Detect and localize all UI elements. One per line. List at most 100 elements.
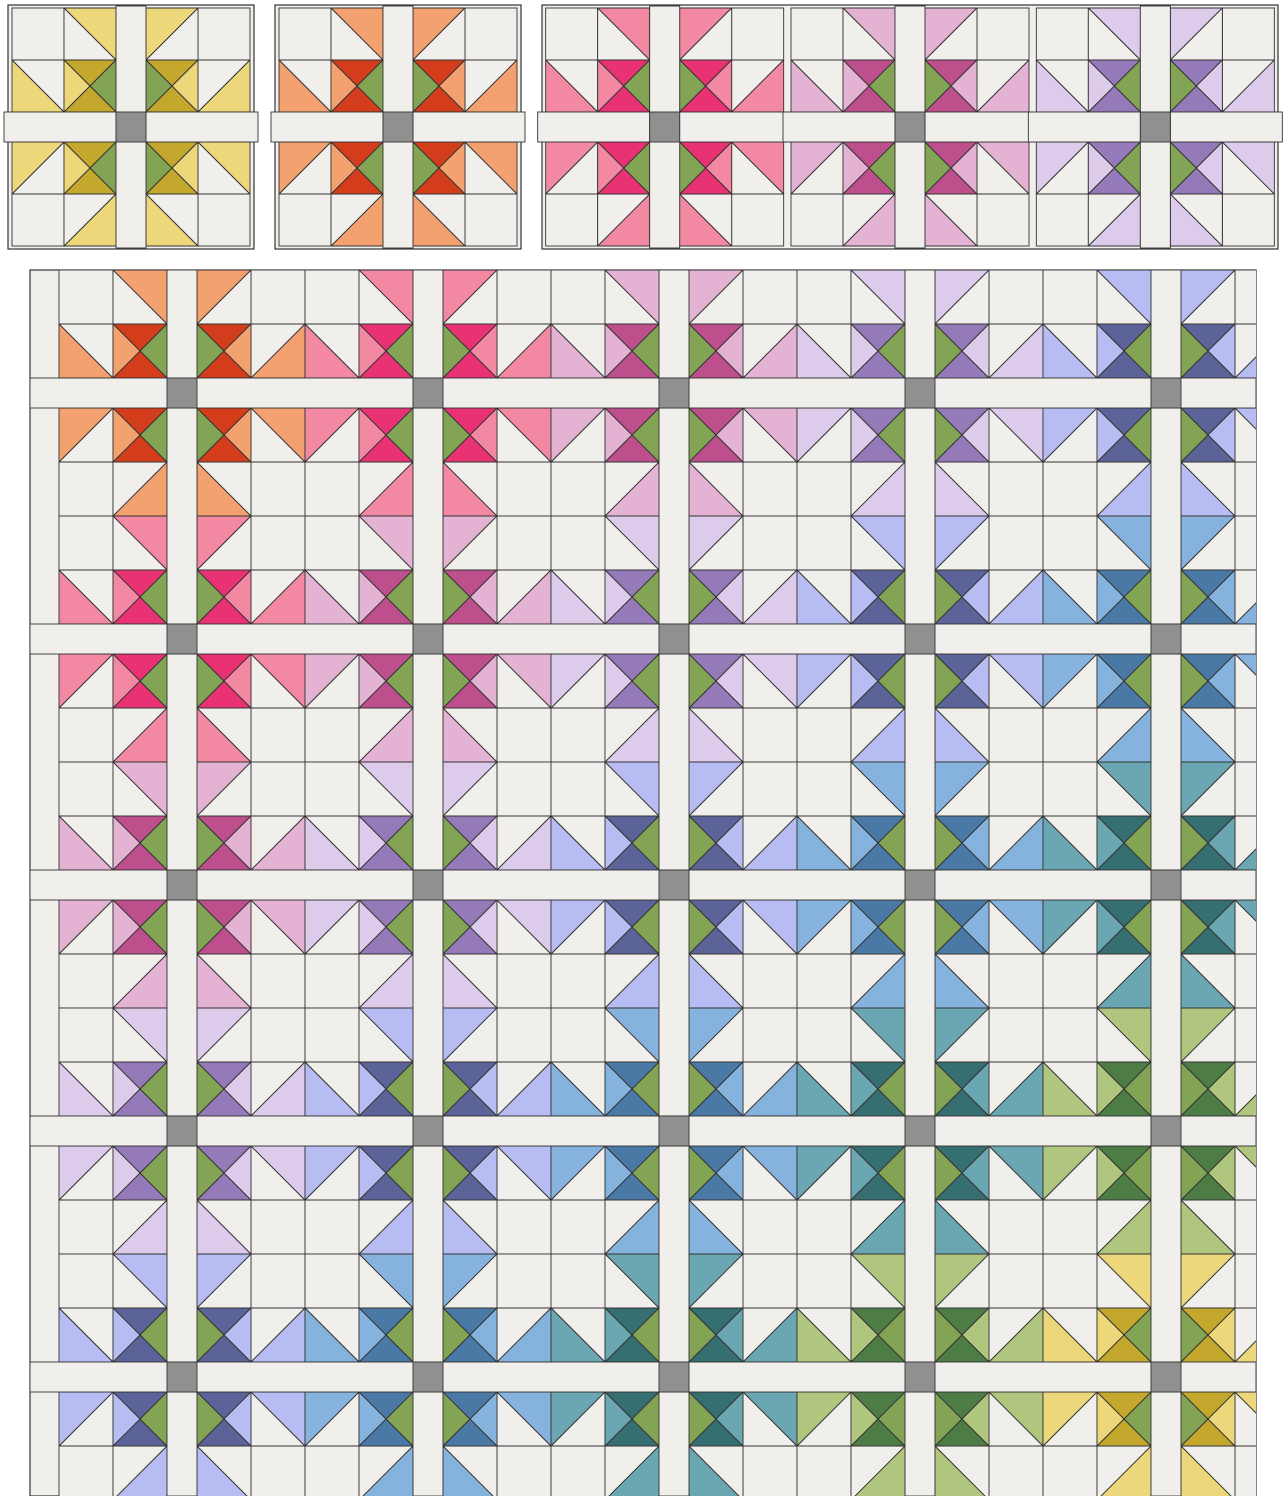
quilt-star-r4-c4-ne-point-b-upper <box>1235 1308 1283 1362</box>
quilt-star-r1-c2-se-bg <box>743 708 797 762</box>
quilt-star-r1-c4-sw <box>1043 654 1151 762</box>
quilt-star-r4-c3-se <box>935 1392 1043 1496</box>
yellow-swatch-star-0-ne <box>146 8 250 112</box>
quilt-star-r2-c1-nw-bg <box>305 762 359 816</box>
quilt-star-r3-c4-se-bg <box>1235 1200 1283 1254</box>
quilt-star-r1-c2-sw <box>551 654 659 762</box>
quilt-star-r0-c1-ne <box>443 270 551 378</box>
quilt-star-r4-c4-sw <box>1043 1392 1151 1496</box>
quilt-star-r3-c4-ne-point-b-upper <box>1235 1062 1283 1116</box>
quilt-star-r3-c1-se <box>443 1146 551 1254</box>
pink-purple-swatch-star-0-ne <box>680 8 784 112</box>
quilt-star-r2-c1-sw <box>305 900 413 1008</box>
quilt-star-r2-c2-se-bg <box>743 954 797 1008</box>
quilt-star-r4-c2-ne <box>689 1254 797 1362</box>
quilt-star-r3-c4-sw <box>1043 1146 1151 1254</box>
quilt-cornerstone-r4-c1 <box>413 1362 443 1392</box>
quilt-star-r2-c1-se <box>443 900 551 1008</box>
quilt-cornerstone-r0-c2 <box>659 378 689 408</box>
pink-purple-swatch-star-1-nw-bg <box>791 8 843 60</box>
quilt-star-r2-c2-ne-bg <box>743 762 797 816</box>
quilt-star-r2-c3-se <box>935 900 1043 1008</box>
quilt-cornerstone-r0-c3 <box>905 378 935 408</box>
quilt-star-r2-c1-ne <box>443 762 551 870</box>
quilt-star-r0-c4-ne-bg <box>1235 270 1283 324</box>
quilt-star-r2-c3-ne-bg <box>989 762 1043 816</box>
pink-purple-swatch-star-1-sw-bg <box>791 194 843 246</box>
quilt-star-r0-c3-sw-bg <box>797 462 851 516</box>
pink-purple-swatch-star-2-ne-bg <box>1222 8 1274 60</box>
pink-purple-swatch-star-1-se-bg <box>977 194 1029 246</box>
orange-swatch-star-0-se-bg <box>465 194 517 246</box>
quilt-sash-horizontal-1 <box>30 624 1256 654</box>
quilt-star-r1-c1-se-bg <box>497 708 551 762</box>
quilt-star-r3-c2-ne <box>689 1008 797 1116</box>
quilt-star-r0-c1-sw-bg <box>305 462 359 516</box>
quilt-star-r4-c1-nw <box>305 1254 413 1362</box>
pink-purple-swatch-star-1-ne-bg <box>977 8 1029 60</box>
quilt-star-r1-c3-ne-bg <box>989 516 1043 570</box>
quilt-star-r1-c2-ne <box>689 516 797 624</box>
quilt-star-r0-c2-sw <box>551 408 659 516</box>
quilt-star-r3-c2-sw-bg <box>551 1200 605 1254</box>
quilt-star-r2-c4-se <box>1181 900 1283 1008</box>
quilt-star-r3-c3-ne <box>935 1008 1043 1116</box>
quilt-star-r3-c3-se <box>935 1146 1043 1254</box>
quilt-cornerstone-r2-c0 <box>167 870 197 900</box>
quilt-star-r0-c2-ne <box>689 270 797 378</box>
quilt-star-r1-c4-ne-bg <box>1235 516 1283 570</box>
quilt-body <box>30 270 1283 1496</box>
quilt-cornerstone-r4-c2 <box>659 1362 689 1392</box>
quilt-star-r3-c0-sw <box>59 1146 167 1254</box>
yellow-swatch <box>4 5 258 249</box>
pink-purple-swatch-star-0-nw-bg <box>546 8 598 60</box>
pink-purple-swatch-star-2-nw <box>1036 8 1140 112</box>
quilt-star-r4-c0-ne-bg <box>251 1254 305 1308</box>
quilt-star-r3-c0-se-bg <box>251 1200 305 1254</box>
quilt-cornerstone-r1-c1 <box>413 624 443 654</box>
quilt-star-r3-c2-se <box>689 1146 797 1254</box>
quilt-star-r3-c4-nw-bg <box>1043 1008 1097 1062</box>
quilt-star-r4-c3-sw <box>797 1392 905 1496</box>
quilt-star-r0-c0-se <box>197 408 305 516</box>
pink-purple-swatch-star-2-sw-bg <box>1036 194 1088 246</box>
quilt-star-r2-c1-ne-bg <box>497 762 551 816</box>
pink-purple-swatch-star-0-nw <box>546 8 650 112</box>
quilt-star-r0-c2-se <box>689 408 797 516</box>
quilt-star-r4-c4-se-point-b-upper <box>1235 1392 1283 1446</box>
quilt-star-r2-c2-se <box>689 900 797 1008</box>
quilt-star-r0-c4-nw-bg <box>1043 270 1097 324</box>
quilt-star-r3-c0-sw-bg <box>59 1200 113 1254</box>
quilt-cornerstone-r2-c1 <box>413 870 443 900</box>
quilt-star-r3-c1-nw-bg <box>305 1008 359 1062</box>
quilt-star-r0-c0-ne-bg <box>251 270 305 324</box>
quilt-star-r1-c0-ne <box>197 516 305 624</box>
quilt-star-r4-c1-sw <box>305 1392 413 1496</box>
quilt-star-r0-c4-ne <box>1181 270 1283 378</box>
quilt-star-r1-c0-nw-bg <box>59 516 113 570</box>
quilt-star-r3-c0-se <box>197 1146 305 1254</box>
quilt-star-r3-c4-sw-bg <box>1043 1200 1097 1254</box>
quilt-star-r3-c3-sw-bg <box>797 1200 851 1254</box>
quilt-star-r4-c2-se-bg <box>743 1446 797 1496</box>
quilt-star-r4-c0-sw-bg <box>59 1446 113 1496</box>
pink-purple-swatch-star-0-se <box>680 142 784 246</box>
quilt-star-r3-c1-nw <box>305 1008 413 1116</box>
quilt-star-r4-c2-sw <box>551 1392 659 1496</box>
pink-purple-swatch-star-1-se <box>925 142 1029 246</box>
quilt-star-r4-c3-sw-bg <box>797 1446 851 1496</box>
quilt-star-r0-c1-se-bg <box>497 462 551 516</box>
pink-purple-swatch-star-0-ne-bg <box>732 8 784 60</box>
quilt-cornerstone-r0-c0 <box>167 378 197 408</box>
pink-purple-swatch-star-1-sw <box>791 142 895 246</box>
pink-purple-swatch-star-2-sw <box>1036 142 1140 246</box>
quilt-cornerstone-r3-c2 <box>659 1116 689 1146</box>
quilt-star-r3-c3-ne-bg <box>989 1008 1043 1062</box>
quilt-star-r1-c4-se-bg <box>1235 708 1283 762</box>
quilt-star-r0-c4-ne-point-b-upper <box>1235 324 1283 378</box>
yellow-swatch-star-0-sw-bg <box>12 194 64 246</box>
quilt-star-r0-c0-ne <box>197 270 305 378</box>
quilt-star-r1-c3-ne <box>935 516 1043 624</box>
quilt-star-r2-c4-ne <box>1181 762 1283 870</box>
quilt-star-r0-c2-sw-bg <box>551 462 605 516</box>
